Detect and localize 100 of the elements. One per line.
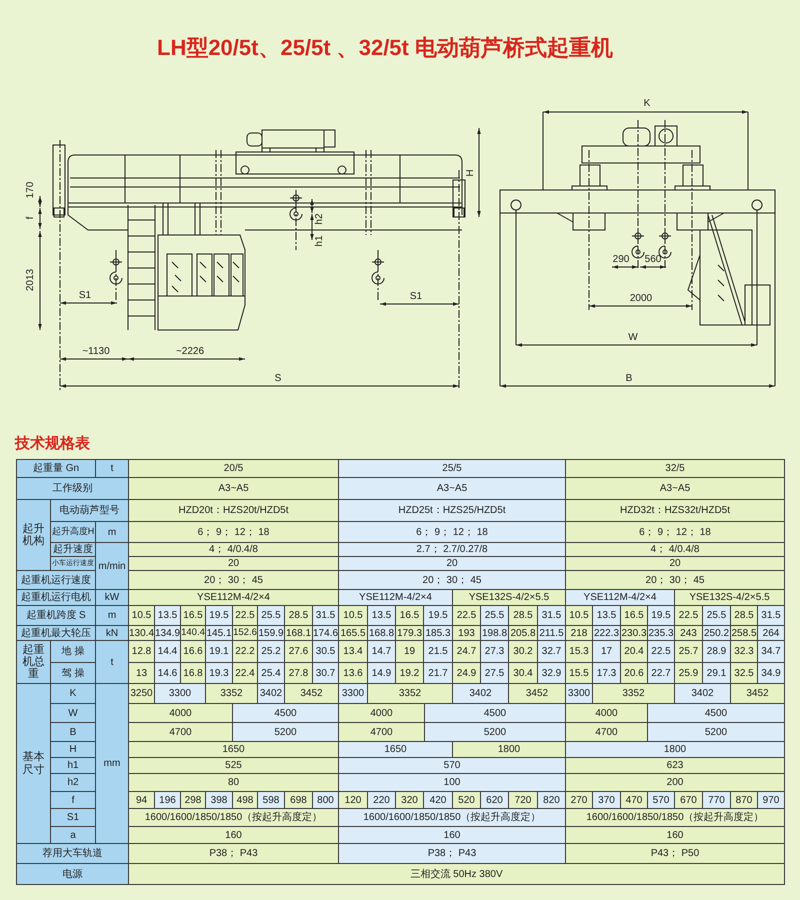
table-cell: 130.4 [128, 625, 155, 641]
table-cell: 3452 [730, 683, 785, 704]
table-cell: 13.5 [367, 605, 396, 626]
table-cell: 4000 [565, 703, 648, 723]
table-cell: A3~A5 [565, 477, 785, 500]
table-cell: 4700 [128, 722, 233, 742]
table-cell: 5200 [424, 722, 566, 742]
table-cell: 230.3 [620, 625, 648, 641]
table-cell: 27.6 [284, 640, 313, 663]
row-header-cell: 基本尺寸 [16, 683, 51, 844]
table-cell: 598 [257, 791, 285, 809]
table-cell: 2.7； 2.7/0.27/8 [338, 542, 566, 557]
row-header-cell: 起重机运行电机 [16, 589, 96, 606]
table-cell: 3352 [367, 683, 453, 704]
table-cell: 27.8 [284, 662, 313, 684]
table-cell: 30.7 [312, 662, 339, 684]
table-cell: P38； P43 [338, 843, 566, 864]
row-header-cell: H [50, 741, 96, 758]
table-cell: 222.3 [592, 625, 621, 641]
dimension-label: H [466, 169, 476, 177]
table-cell: 179.3 [395, 625, 424, 641]
table-cell: 165.5 [338, 625, 368, 641]
table-cell: 498 [232, 791, 258, 809]
table-cell: 1650 [338, 741, 453, 758]
table-cell: 16.6 [180, 640, 206, 663]
table-cell: 370 [592, 791, 621, 809]
table-cell: 525 [128, 757, 339, 774]
table-cell: 140.4 [180, 625, 206, 641]
row-header-cell: kW [95, 589, 129, 606]
table-cell: 31.5 [537, 605, 566, 626]
table-cell: 24.7 [452, 640, 481, 663]
table-cell: 20； 30； 45 [338, 570, 566, 590]
table-cell: 160 [565, 826, 785, 844]
table-cell: 19.5 [423, 605, 453, 626]
table-cell: 20.6 [620, 662, 648, 684]
table-cell: 623 [565, 757, 785, 774]
row-header-cell: 起重机运行速度 [16, 570, 96, 590]
table-cell: 770 [702, 791, 731, 809]
row-header-cell: h1 [50, 757, 96, 774]
table-cell: 19.2 [395, 662, 424, 684]
table-cell: 100 [338, 773, 566, 792]
table-cell: 28.5 [508, 605, 538, 626]
table-cell: 14.7 [367, 640, 396, 663]
table-cell: 1600/1600/1850/1850（按起升高度定） [565, 808, 785, 827]
table-cell: 20 [565, 556, 785, 571]
row-header-cell: B [50, 722, 96, 742]
table-cell: 13.5 [592, 605, 621, 626]
title: LH型20/5t、25/5t 、32/5t 电动葫芦桥式起重机 [156, 34, 614, 62]
row-header-cell: m/min [95, 542, 129, 590]
table-cell: 198.8 [480, 625, 509, 641]
dimension-label: K [644, 99, 650, 109]
table-cell: 14.9 [367, 662, 396, 684]
row-header-cell: t [95, 459, 129, 478]
table-cell: 4500 [232, 703, 339, 723]
table-cell: 1800 [452, 741, 566, 758]
dimension-label: h2 [315, 213, 325, 225]
table-cell: 25.4 [257, 662, 285, 684]
table-cell: 235.3 [647, 625, 675, 641]
table-cell: 298 [180, 791, 206, 809]
table-cell: 32/5 [565, 459, 785, 478]
table-cell: 80 [128, 773, 339, 792]
table-cell: 168.8 [367, 625, 396, 641]
table-cell: 27.5 [480, 662, 509, 684]
section-heading: 技术规格表 [15, 436, 90, 451]
table-cell: 19 [395, 640, 424, 663]
dimension-label: W [628, 333, 638, 343]
table-cell: 3352 [205, 683, 258, 704]
table-cell: 20； 30； 45 [128, 570, 339, 590]
table-cell: 1600/1600/1850/1850（按起升高度定） [338, 808, 566, 827]
table-cell: 29.1 [702, 662, 731, 684]
table-cell: 1800 [565, 741, 785, 758]
table-cell: 28.5 [730, 605, 758, 626]
row-header-cell: 起重机跨度 S [16, 605, 96, 626]
row-header-cell: 起升机构 [16, 499, 51, 571]
table-cell: 16.8 [180, 662, 206, 684]
table-cell: 520 [452, 791, 481, 809]
dimension-label: S1 [78, 291, 92, 301]
row-header-cell: 起重量 Gn [16, 459, 96, 478]
table-cell: 22.5 [674, 605, 703, 626]
table-cell: 32.9 [537, 662, 566, 684]
table-cell: 174.6 [312, 625, 339, 641]
table-cell: 19.3 [205, 662, 233, 684]
row-header-cell: h2 [50, 773, 96, 792]
table-cell: 94 [128, 791, 155, 809]
row-header-cell: kN [95, 625, 129, 641]
table-cell: 22.2 [232, 640, 258, 663]
table-cell: 21.5 [423, 640, 453, 663]
table-cell: 25/5 [338, 459, 566, 478]
table-cell: 19.5 [647, 605, 675, 626]
table-cell: 3352 [592, 683, 675, 704]
table-cell: 28.9 [702, 640, 731, 663]
table-cell: 22.5 [232, 605, 258, 626]
row-header-cell: 地 操 [50, 640, 96, 663]
table-cell: 3402 [257, 683, 285, 704]
dimension-label: ~1130 [82, 347, 110, 357]
table-cell: 720 [508, 791, 538, 809]
table-cell: 20 [338, 556, 566, 571]
table-cell: 3452 [284, 683, 339, 704]
table-cell: 3300 [154, 683, 206, 704]
table-cell: 196 [154, 791, 181, 809]
